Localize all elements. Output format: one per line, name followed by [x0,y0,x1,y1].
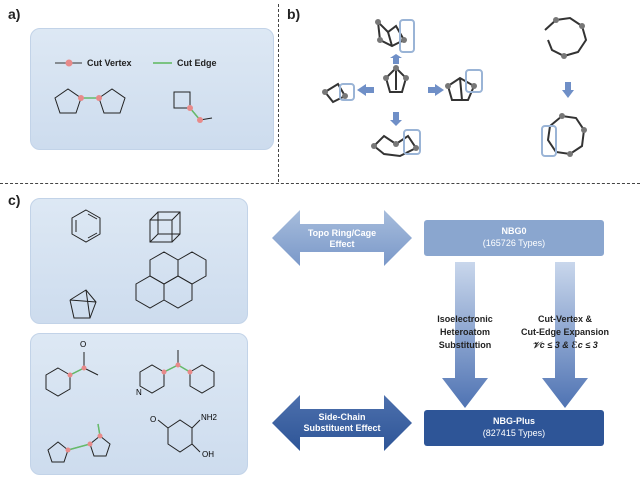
right-flow-arrow [542,262,588,408]
vertical-divider [278,4,279,182]
ring-cage-panel [30,198,248,324]
side-arrow-line1: Side-Chain [318,412,366,422]
right-flow-line2: Cut-Edge Expansion [520,327,609,337]
panel-label-a: a) [8,6,21,22]
left-flow-line3: Substitution [438,340,492,350]
panel-label-c: c) [8,192,21,208]
left-flow-label: Isoelectronic Heteroatom Substitution [425,313,505,352]
nbgplus-box: NBG-Plus (827415 Types) [424,410,604,446]
nbg0-title: NBG0 [501,226,527,236]
cut-vertex-icon [65,59,73,67]
right-flow-line3: 𝒱c ≤ 3 & ℰc ≤ 3 [532,340,598,350]
horizontal-divider [0,183,640,184]
cut-edge-label: Cut Edge [177,58,217,68]
left-flow-line1: Isoelectronic [437,314,493,324]
side-arrow-line2: Substituent Effect [303,423,381,433]
nitrogen-label: N [136,388,142,397]
panel-label-b: b) [287,6,301,22]
cut-graph-panel [30,28,274,150]
topo-arrow-line1: Topo Ring/Cage [307,228,377,238]
left-flow-line2: Heteroatom [439,327,490,337]
left-flow-arrow [442,262,488,408]
hydroxyl-label: OH [202,450,214,459]
amine-label: NH2 [201,413,218,422]
nbg0-types: (165726 Types) [482,238,546,248]
side-chain-arrow [272,395,412,451]
nbg0-box: NBG0 (165726 Types) [424,220,604,256]
nbgplus-types: (827415 Types) [482,428,546,438]
oxygen-label-2: O [150,415,157,424]
right-flow-label: Cut-Vertex & Cut-Edge Expansion 𝒱c ≤ 3 &… [520,313,610,352]
right-flow-line1: Cut-Vertex & [537,314,592,324]
cut-vertex-label: Cut Vertex [87,58,132,68]
topo-arrow-line2: Effect [329,239,355,249]
oxygen-label: O [80,340,87,349]
nbgplus-title: NBG-Plus [492,416,535,426]
